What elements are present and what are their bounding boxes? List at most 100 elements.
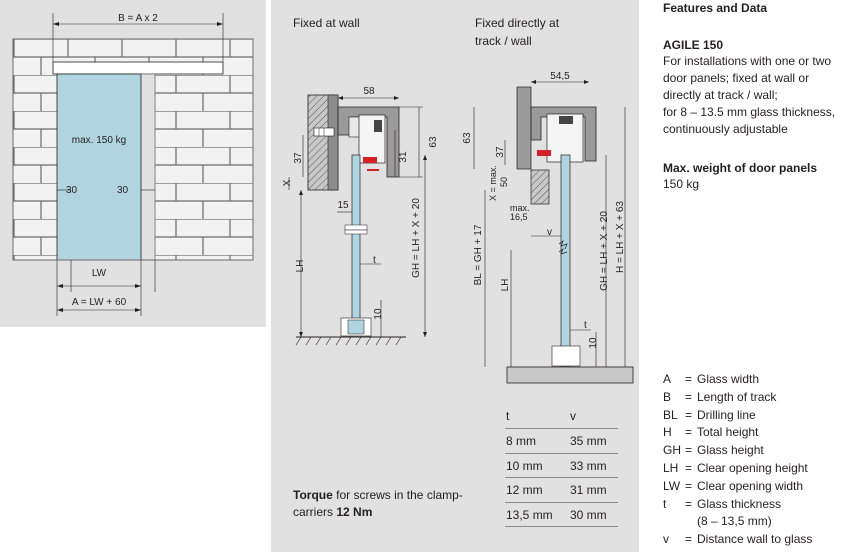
front-view-panel: B = A x 2 max. 150 kg 30 30 LW A = LW + … (0, 0, 266, 327)
table-cell: 10 mm (506, 458, 543, 473)
description-line: For installations with one or two (663, 54, 832, 68)
track-dim-63: 63 (462, 132, 473, 144)
legend-key: BL (663, 407, 678, 422)
legend-text: Clear opening height (697, 460, 808, 475)
track-dim-lh: LH (500, 279, 511, 292)
thickness-distance-table: t v 8 mm 35 mm 10 mm 33 mm 12 mm 31 mm 1… (505, 404, 618, 527)
product-name: AGILE 150 (663, 38, 724, 52)
legend-item: B=Length of track (663, 389, 841, 407)
table-row: 12 mm 31 mm (505, 478, 618, 503)
width-b-label: B = A x 2 (118, 13, 158, 24)
description-line: door panels; fixed at wall or (663, 71, 810, 85)
track-dim-h: H = LH + X + 63 (615, 201, 626, 273)
legend-key: A (663, 372, 672, 386)
wall-dim-37: 37 (293, 152, 304, 164)
track-dim-xmax-value: 50 (499, 177, 509, 187)
track-dim-gh: GH = LH + X + 20 (599, 211, 610, 291)
table-cell: 31 mm (570, 483, 607, 497)
legend-item: LH=Clear opening height (663, 460, 841, 478)
weight-title: Max. weight of door panels (663, 161, 818, 175)
legend: A=Glass width B=Length of track BL=Drill… (663, 371, 841, 549)
legend-item: t=Glass thickness (663, 496, 841, 514)
table-cell: 35 mm (570, 434, 607, 448)
offset-left-label: 30 (66, 185, 78, 196)
features-title: Features and Data (663, 1, 768, 15)
description-line: continuously adjustable (663, 122, 788, 136)
legend-item: BL=Drilling line (663, 407, 841, 425)
legend-text: Distance wall to glass (697, 532, 813, 547)
lw-label: LW (92, 268, 107, 279)
track-dim-bl: BL = GH + 17 (473, 224, 484, 285)
section-views-panel: Fixed at wall 58 63 37 (271, 0, 639, 552)
track-dim-xmax: X = max. (488, 165, 498, 201)
track-view-title-2: track / wall (475, 34, 532, 48)
legend-item: H=Total height (663, 424, 841, 442)
max-weight-label: max. 150 kg (72, 135, 126, 146)
track-dim-165: 16,5 (510, 212, 528, 222)
legend-key: LH (663, 460, 679, 475)
legend-item: GH=Glass height (663, 442, 841, 460)
section-views-diagram: Fixed at wall 58 63 37 (282, 16, 634, 384)
table-row: 13,5 mm 30 mm (505, 503, 618, 527)
table-cell: 13,5 mm (506, 507, 553, 522)
wall-dim-63: 63 (428, 136, 439, 148)
glass-panel (56, 73, 142, 261)
front-view-diagram: B = A x 2 max. 150 kg 30 30 LW A = LW + … (12, 13, 254, 316)
legend-note: (8 – 13,5 mm) (697, 514, 772, 529)
legend-text: Clear opening width (697, 478, 804, 493)
wall-track-profile (337, 106, 400, 178)
torque-text: for screws in the clamp-carriers (293, 488, 463, 519)
torque-label: Torque (293, 488, 333, 502)
legend-key: B (663, 389, 672, 404)
table-cell: 12 mm (506, 483, 543, 497)
table-row: 10 mm 33 mm (505, 454, 618, 478)
offset-right-label: 30 (117, 185, 129, 196)
wall-dim-t: t (373, 255, 376, 266)
legend-item: A=Glass width (663, 371, 841, 389)
track-dim-37: 37 (495, 146, 506, 158)
track-dim-v: v (547, 227, 552, 238)
torque-value: 12 Nm (336, 505, 373, 519)
table-cell: 30 mm (570, 507, 607, 522)
legend-text: Drilling line (697, 407, 756, 422)
legend-item: LW=Clear opening width (663, 478, 841, 496)
table-header-t: t (506, 409, 510, 423)
table-cell: 33 mm (570, 458, 607, 473)
track (52, 61, 224, 75)
track-dim-545: 54,5 (550, 71, 570, 82)
legend-text: Glass width (697, 372, 760, 386)
torque-note: Torque for screws in the clamp-carriers … (293, 487, 463, 521)
wall-dim-15: 15 (337, 200, 349, 211)
wall-dim-gh: GH = LH + X + 20 (411, 198, 422, 278)
wall-dim-10: 10 (373, 308, 384, 320)
legend-text: Glass height (697, 443, 764, 458)
legend-key: v (663, 532, 669, 547)
table-header: t v (505, 404, 618, 429)
legend-key: LW (663, 478, 681, 493)
description-line: directly at track / wall; (663, 88, 778, 102)
weight-value: 150 kg (663, 177, 700, 191)
track-view-title-1: Fixed directly at (475, 16, 560, 30)
legend-text: Length of track (697, 389, 777, 404)
track-dim-max: max. (510, 203, 530, 213)
legend-text: Glass thickness (697, 496, 782, 511)
track-glass (560, 154, 571, 368)
legend-key: H (663, 425, 672, 440)
wall-dim-58: 58 (363, 86, 375, 97)
track-profile (530, 106, 597, 162)
wall-glass (351, 154, 361, 336)
track-dim-t: t (584, 320, 587, 331)
wall-dim-lh: LH (295, 260, 306, 273)
table-cell: 8 mm (506, 434, 536, 448)
wall-view-title: Fixed at wall (293, 16, 360, 30)
legend-key: GH (663, 443, 681, 458)
table-header-v: v (570, 409, 576, 423)
table-row: 8 mm 35 mm (505, 429, 618, 454)
track-dim-10: 10 (588, 337, 599, 349)
description-line: for 8 – 13.5 mm glass thickness, (663, 105, 836, 119)
legend-item: v=Distance wall to glass (663, 531, 841, 549)
wall-dim-x: X (282, 179, 293, 186)
track-wall-section (516, 86, 532, 170)
legend-key: t (663, 496, 667, 511)
wall-dim-31: 31 (398, 151, 409, 163)
